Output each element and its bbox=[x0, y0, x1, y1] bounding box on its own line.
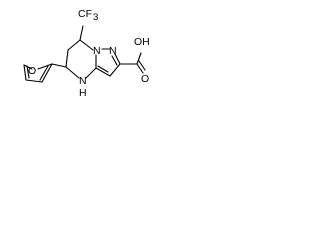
bond-n4-c3a bbox=[85, 67, 97, 79]
atom-label-cf3-subscript: 3 bbox=[93, 12, 98, 23]
bond-c7-cf3 bbox=[79, 25, 84, 41]
bond-furan-c5-o bbox=[23, 64, 33, 70]
atom-label-n-bridge: N bbox=[93, 45, 101, 57]
chemical-structure-diagram: CF 3 N N OH O N H O bbox=[23, 8, 150, 99]
atom-label-o-carbonyl: O bbox=[141, 73, 149, 85]
atom-label-cf3: CF bbox=[78, 8, 92, 20]
atom-label-h-on-n: H bbox=[79, 87, 87, 99]
bond-c6-c5 bbox=[65, 49, 69, 68]
bond-c3-c3a bbox=[95, 67, 111, 77]
bond-furan-c2-c3 bbox=[41, 63, 53, 83]
atom-label-n-pyrazole: N bbox=[109, 45, 117, 57]
bond-furan-c3-c4 bbox=[25, 79, 43, 83]
bond-furan-c4-c5 bbox=[23, 64, 27, 81]
atom-label-oh: OH bbox=[134, 36, 150, 48]
bond-c5-furan bbox=[51, 63, 67, 68]
bond-c-oh bbox=[136, 52, 142, 65]
bond-c2-c3 bbox=[109, 63, 121, 77]
atom-label-o-furan: O bbox=[28, 65, 36, 77]
bond-c7-n1 bbox=[79, 39, 94, 51]
bond-n2-c2-double bbox=[111, 55, 118, 66]
bond-c-o-double-b bbox=[138, 60, 146, 71]
bond-c3-c3a-double bbox=[97, 65, 109, 73]
bond-c7-c6 bbox=[67, 39, 81, 51]
atom-label-nh: N bbox=[79, 75, 87, 87]
bond-furan-c2-c3-double bbox=[39, 65, 49, 81]
bond-c5-n4 bbox=[65, 66, 80, 79]
bond-furan-c2-o bbox=[37, 63, 53, 70]
bond-furan-c4-c5-double bbox=[26, 65, 30, 79]
bond-c-o-double-a bbox=[136, 63, 144, 74]
bond-n2-c2 bbox=[114, 53, 121, 65]
